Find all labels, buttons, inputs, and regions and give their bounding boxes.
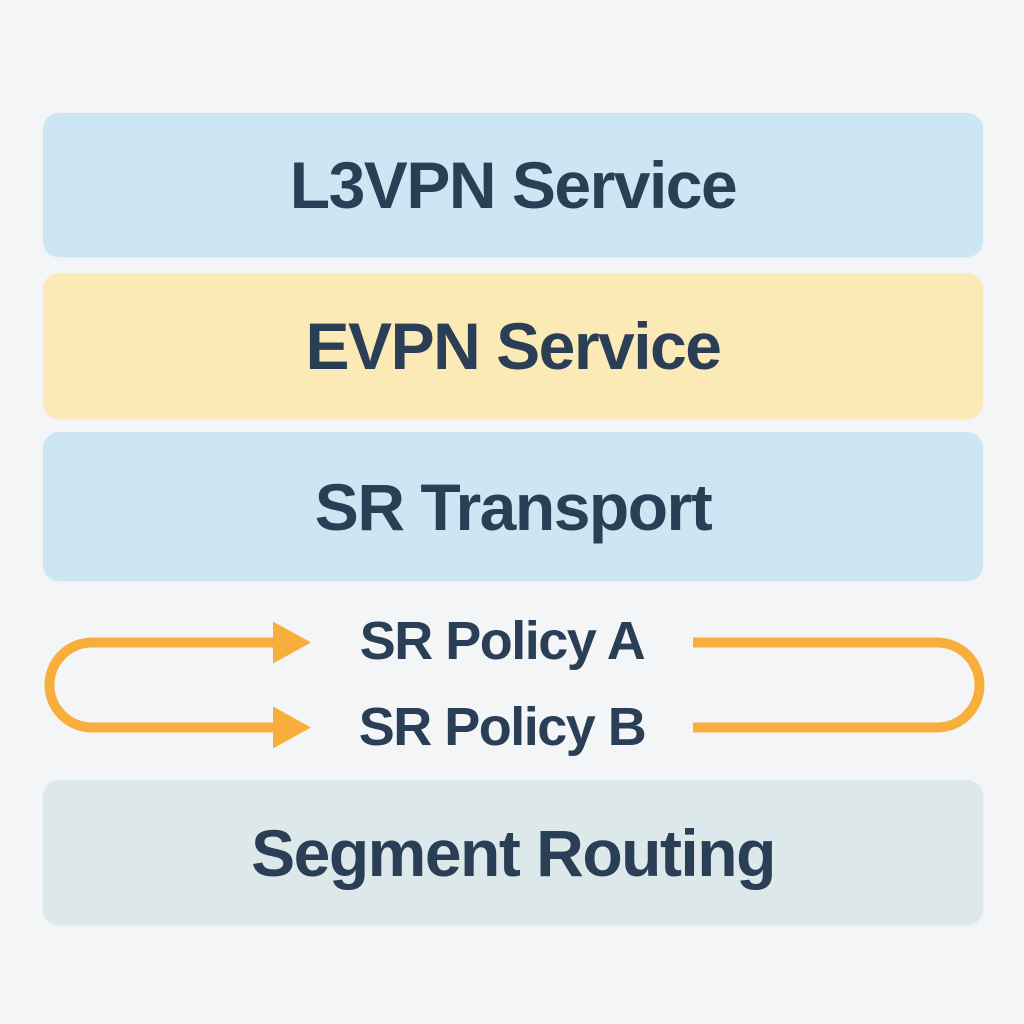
layer-label-segment-routing: Segment Routing	[251, 815, 776, 890]
left-loop-arrow-icon	[44, 621, 311, 749]
right-loop-arrow-icon	[693, 637, 985, 733]
layer-label-evpn-service: EVPN Service	[305, 309, 722, 383]
layer-box-sr-transport: SR Transport	[43, 432, 983, 581]
sr-policy-b-label: SR Policy B	[358, 697, 647, 757]
layer-box-segment-routing: Segment Routing	[43, 780, 983, 925]
layer-box-l3vpn-service: L3VPN Service	[43, 113, 983, 257]
layer-label-l3vpn-service: L3VPN Service	[289, 148, 738, 222]
sr-policy-a-label: SR Policy A	[359, 611, 646, 671]
layer-box-evpn-service: EVPN Service	[43, 273, 983, 419]
arrowhead-policy-b-icon	[273, 706, 311, 749]
arrowhead-policy-a-icon	[273, 621, 311, 664]
layer-label-sr-transport: SR Transport	[314, 469, 713, 544]
